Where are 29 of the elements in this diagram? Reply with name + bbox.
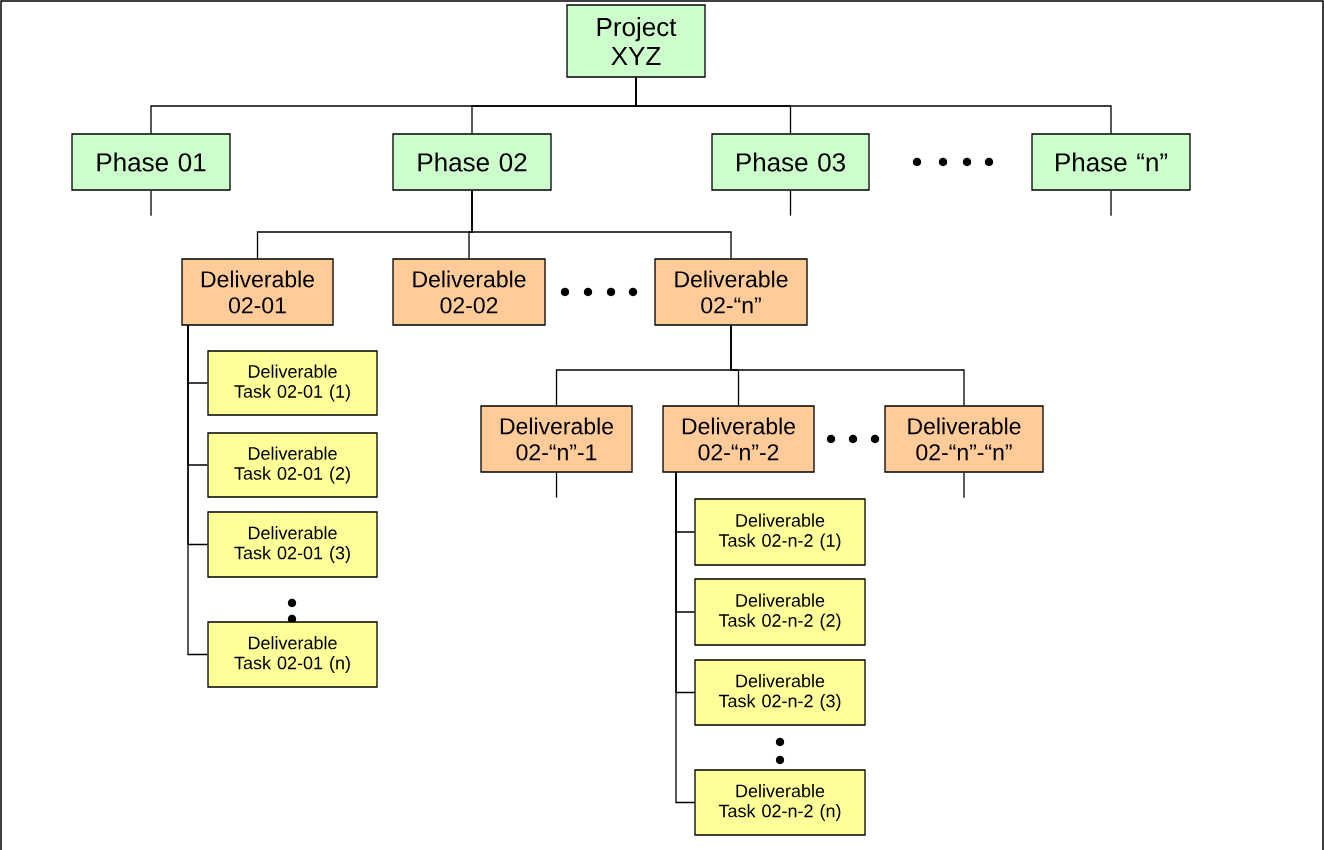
connector-line bbox=[963, 472, 965, 499]
deliverable-box: Deliverable 02-02 bbox=[392, 258, 546, 326]
task-box: Deliverable Task 02-n-2 (n) bbox=[694, 769, 866, 836]
connector-line bbox=[555, 472, 558, 499]
phase-box: Phase 01 bbox=[71, 133, 231, 191]
task-box: Deliverable Task 02-n-2 (1) bbox=[694, 498, 866, 566]
task-box: Deliverable Task 02-n-2 (3) bbox=[694, 659, 866, 726]
phase-box: Phase 03 bbox=[711, 133, 870, 191]
connector-line bbox=[635, 77, 1112, 134]
connector-line bbox=[150, 190, 152, 217]
deliverable-box: Deliverable 02-“n”-“n” bbox=[884, 405, 1044, 473]
task-box: Deliverable Task 02-01 (2) bbox=[207, 432, 378, 498]
connector-line bbox=[187, 324, 208, 656]
task-box: Deliverable Task 02-01 (3) bbox=[207, 511, 378, 578]
deliverable-box: Deliverable 02-01 bbox=[181, 258, 334, 326]
task-box: Deliverable Task 02-01 (1) bbox=[207, 350, 378, 416]
deliverable-box: Deliverable 02-“n” bbox=[654, 258, 808, 326]
phase-box: Phase 02 bbox=[392, 133, 552, 191]
deliverable-box: Deliverable 02-“n”-2 bbox=[662, 405, 815, 473]
connector-line bbox=[471, 190, 732, 259]
connector-line bbox=[1110, 190, 1112, 217]
task-box: Deliverable Task 02-01 (n) bbox=[207, 621, 378, 688]
connector-line bbox=[675, 471, 695, 804]
connector-line bbox=[789, 190, 792, 217]
phase-box: Phase “n” bbox=[1031, 133, 1191, 191]
deliverable-box: Deliverable 02-“n”-1 bbox=[480, 405, 633, 473]
project-box: Project XYZ bbox=[566, 4, 706, 78]
task-box: Deliverable Task 02-n-2 (2) bbox=[694, 578, 866, 646]
connector-line bbox=[730, 325, 965, 406]
